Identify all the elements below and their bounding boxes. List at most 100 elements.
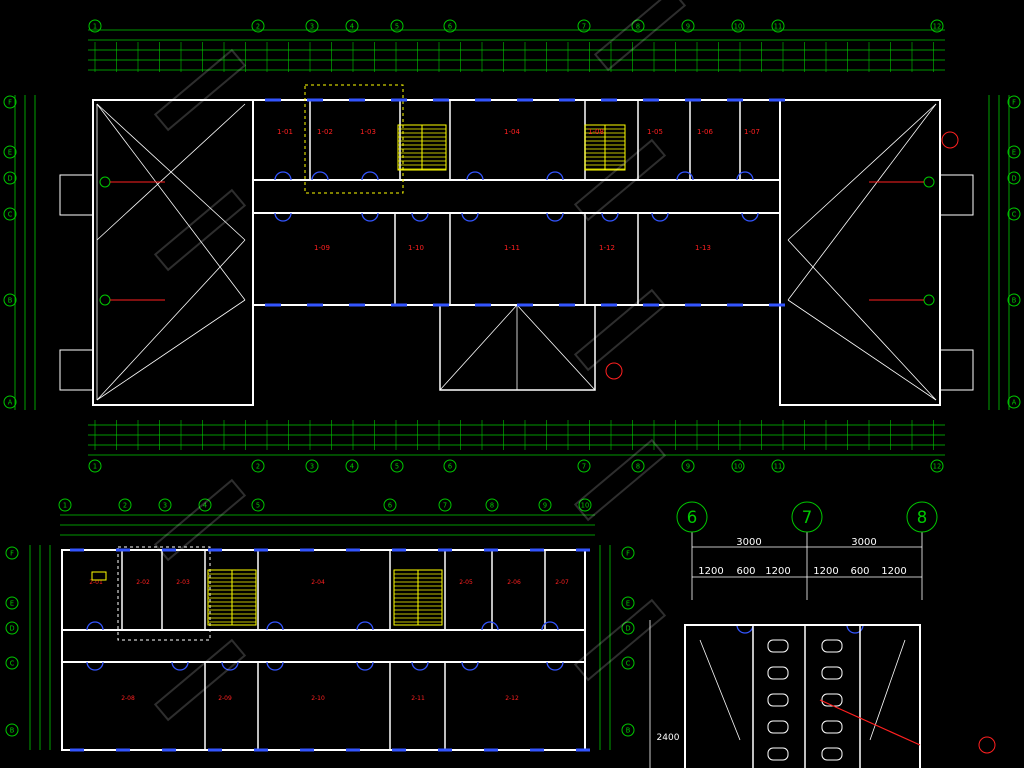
watermark-shape — [573, 138, 667, 222]
axis-bubble-plan2-5-label: 5 — [256, 501, 260, 509]
axis-bubble-top-9-circle — [681, 19, 695, 33]
axis-bubble-plan2-right-B-label: B — [626, 726, 631, 734]
axis-bubble-plan2-left-F-circle — [5, 546, 19, 560]
plan2-highlight-box — [117, 546, 211, 641]
axis-bubble-bottom-9-circle — [681, 459, 695, 473]
axis-bubble-bottom-10-label: 10 — [734, 462, 742, 470]
axis-bubble-bottom-5-label: 5 — [395, 462, 399, 470]
highlight-box — [304, 84, 404, 194]
door-swing-icon — [221, 661, 239, 671]
axis-bubble-detail-8-circle — [906, 501, 938, 533]
axis-bubble-plan2-left-B-label: B — [10, 726, 15, 734]
axis-bubble-detail-7-circle — [791, 501, 823, 533]
axis-bubble-plan2-7-label: 7 — [443, 501, 447, 509]
watermark-shape — [153, 478, 247, 562]
axis-bubble-top-2-label: 2 — [256, 22, 260, 30]
watermark-shape — [153, 638, 247, 722]
door-swing-icon — [461, 661, 479, 671]
axis-bubble-left-D-circle — [3, 171, 17, 185]
room-label-2-10: 2-10 — [311, 695, 325, 702]
detail-sub-dim: 600 — [850, 566, 869, 577]
axis-bubble-left-C-circle — [3, 207, 17, 221]
light-fixture-icon — [99, 176, 111, 188]
axis-bubble-plan2-right-C-label: C — [626, 659, 631, 667]
room-label-2-02: 2-02 — [136, 579, 150, 586]
axis-bubble-bottom-10-circle — [731, 459, 745, 473]
watermark-icon — [153, 188, 247, 272]
watermark-icon — [153, 638, 247, 722]
axis-bubble-plan2-4-label: 4 — [203, 501, 207, 509]
door-swing-icon — [361, 171, 379, 181]
axis-bubble-plan2-right-D-label: D — [625, 624, 630, 632]
detail-sub-dim: 1200 — [881, 566, 906, 577]
detail-sub-dim: 1200 — [765, 566, 790, 577]
axis-bubble-top-6-circle — [443, 19, 457, 33]
room-label-2-09: 2-09 — [218, 695, 232, 702]
axis-bubble-left-B-circle — [3, 293, 17, 307]
watermark-icon — [153, 478, 247, 562]
watermarks — [153, 0, 687, 722]
roof-hip-line-right — [787, 239, 937, 401]
room-label-1-12: 1-12 — [599, 244, 615, 252]
axis-bubble-right-A-label: A — [1012, 398, 1017, 406]
axis-bubble-plan2-3-circle — [158, 498, 172, 512]
watermark-icon — [593, 0, 687, 72]
axis-bubble-detail-8-label: 8 — [917, 508, 928, 527]
axis-bubble-top-9-label: 9 — [686, 22, 690, 30]
room-label-2-05: 2-05 — [459, 579, 473, 586]
axis-bubble-bottom-4-label: 4 — [350, 462, 354, 470]
right-wing-outline — [779, 99, 941, 406]
left-wing-outline — [92, 99, 254, 406]
roof-hip-line-left — [96, 103, 246, 241]
roof-hip-line-left — [96, 239, 246, 401]
detail-side-dim-text: 2400 — [657, 733, 680, 743]
axis-bubble-detail-6-circle — [676, 501, 708, 533]
door-swing-icon — [541, 621, 559, 631]
toilet-fixture-icon — [821, 747, 843, 761]
room-label-2-06: 2-06 — [507, 579, 521, 586]
axis-bubble-top-5-circle — [390, 19, 404, 33]
axis-bubble-top-8-circle — [631, 19, 645, 33]
axis-bubble-top-4-label: 4 — [350, 22, 354, 30]
axis-bubble-top-1-circle — [88, 19, 102, 33]
axis-bubble-plan2-2-label: 2 — [123, 501, 127, 509]
door-swing-icon — [736, 624, 754, 634]
toilet-fixture-icon — [767, 666, 789, 680]
room-label-1-05: 1-05 — [647, 128, 663, 136]
canopy-ridge — [516, 304, 596, 391]
axis-bubble-left-F-circle — [3, 95, 17, 109]
axis-bubble-right-B-circle — [1007, 293, 1021, 307]
axis-bubble-left-A-circle — [3, 395, 17, 409]
room-label-1-09: 1-09 — [314, 244, 330, 252]
roof-hip-line-right — [787, 299, 937, 401]
watermark-shape — [153, 48, 247, 132]
light-fixture-icon — [923, 294, 935, 306]
door-swing-icon — [356, 661, 374, 671]
axis-bubble-left-F-label: F — [8, 98, 12, 106]
toilet-fixture-icon — [767, 693, 789, 707]
axis-bubble-bottom-12-label: 12 — [933, 462, 941, 470]
room-label-1-07: 1-07 — [744, 128, 760, 136]
door-swing-icon — [411, 661, 429, 671]
room-label-1-02: 1-02 — [317, 128, 333, 136]
axis-bubble-bottom-5-circle — [390, 459, 404, 473]
room-label-2-11: 2-11 — [411, 695, 425, 702]
room-label-2-01: 2-01 — [89, 579, 103, 586]
toilet-fixture-icon — [767, 747, 789, 761]
watermark-shape — [153, 188, 247, 272]
axis-bubble-plan2-right-F-circle — [621, 546, 635, 560]
axis-bubble-plan2-left-D-circle — [5, 621, 19, 635]
dimension-lines — [14, 29, 1010, 768]
axis-bubble-top-11-circle — [771, 19, 785, 33]
axis-bubble-plan2-left-D-label: D — [9, 624, 14, 632]
axis-bubble-plan2-left-E-circle — [5, 596, 19, 610]
watermark-icon — [573, 288, 667, 372]
door-swing-icon — [411, 212, 429, 222]
room-label-2-12: 2-12 — [505, 695, 519, 702]
axis-bubble-left-E-circle — [3, 145, 17, 159]
toilet-fixture-icon — [767, 720, 789, 734]
door-swing-icon — [601, 212, 619, 222]
axis-bubble-plan2-10-label: 10 — [581, 501, 589, 509]
axis-bubble-right-B-label: B — [1012, 296, 1017, 304]
roof-hip-line-left — [96, 299, 246, 401]
